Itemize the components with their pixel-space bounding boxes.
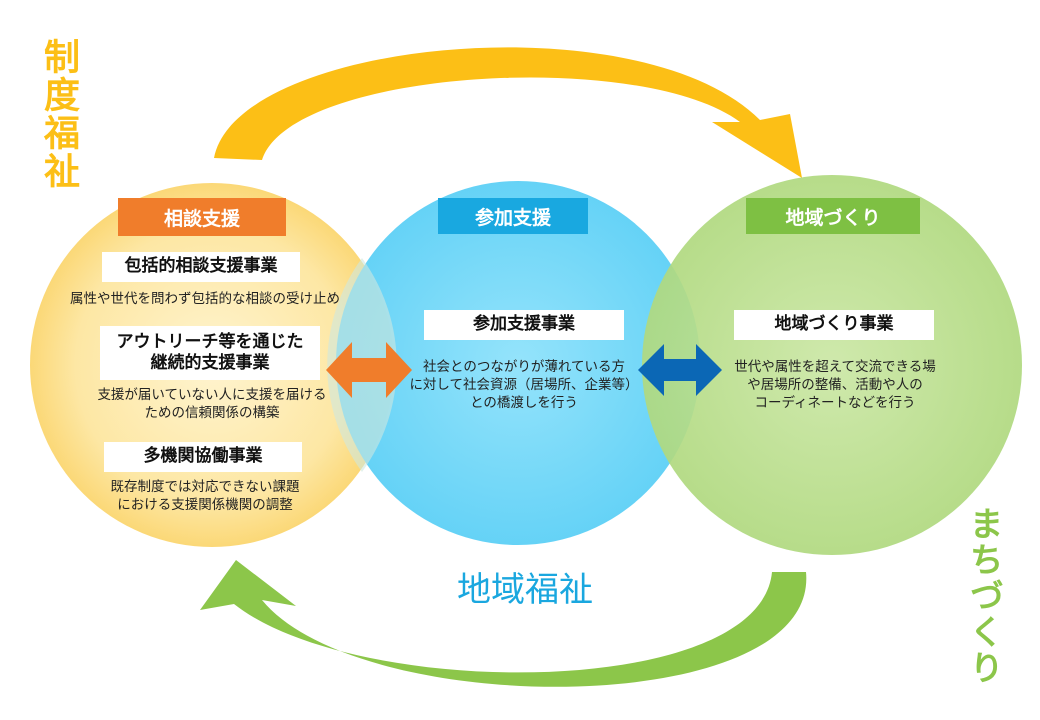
desc-chiiki: 世代や属性を超えて交流できる場 や居場所の整備、活動や人の コーディネートなどを… [734, 359, 936, 412]
desc-takikan: 既存制度では対応できない課題 における支援関係機関の調整 [110, 479, 300, 514]
bottom-cycle-arrow [200, 560, 807, 687]
desc-sanka: 社会とのつながりが薄れている方 に対して社会資源（居場所、企業等） との橋渡しを… [409, 359, 639, 412]
soudan-shien-header: 相談支援 [118, 198, 286, 236]
chiiki-zukuri-header: 地域づくり [746, 198, 920, 234]
machizukuri-label: まちづくり [963, 506, 1003, 686]
desc-houkatsu: 属性や世代を問わず包括的な相談の受け止め [70, 291, 340, 307]
program-box-chiiki: 地域づくり事業 [734, 310, 934, 340]
blue-double-arrow [638, 344, 722, 396]
program-box-outreach: アウトリーチ等を通じた 継続的支援事業 [100, 326, 320, 380]
seido-fukushi-label: 制度福祉 [38, 38, 79, 190]
sanka-shien-header: 参加支援 [438, 198, 588, 234]
right-circle [642, 175, 1022, 555]
orange-double-arrow [326, 342, 412, 398]
program-box-takikan: 多機関協働事業 [104, 442, 302, 472]
program-box-sanka: 参加支援事業 [424, 310, 624, 340]
top-cycle-arrow [214, 47, 802, 178]
chiiki-fukushi-title: 地域福祉 [457, 570, 593, 610]
program-box-houkatsu: 包括的相談支援事業 [102, 252, 300, 282]
middle-circle [336, 181, 700, 545]
desc-outreach: 支援が届いていない人に支援を届ける ための信頼関係の構築 [97, 387, 327, 422]
